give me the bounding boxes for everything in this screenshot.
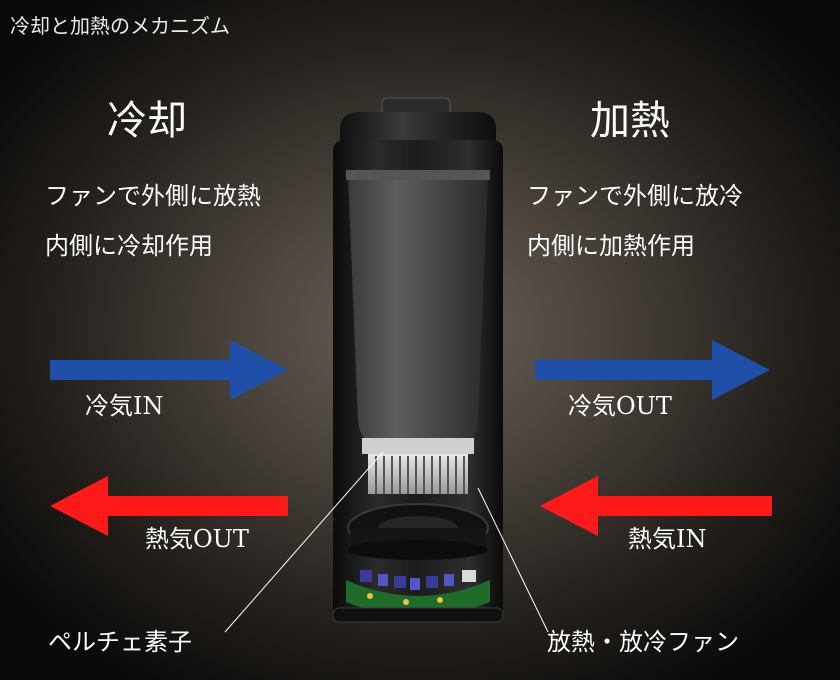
- hot-air-in-arrow: [540, 476, 772, 536]
- cooling-description-line1: ファンで外側に放熱: [45, 182, 261, 210]
- peltier-label: ペルチェ素子: [48, 628, 192, 656]
- heating-heading: 加熱: [590, 98, 670, 144]
- cooling-description-line2: 内側に冷却作用: [45, 232, 213, 260]
- hot-air-out-arrow: [50, 476, 288, 536]
- fan-callout-line: [477, 487, 549, 633]
- heating-description-line2: 内側に加熱作用: [527, 232, 695, 260]
- peltier-element: [362, 438, 474, 494]
- page-title: 冷却と加熱のメカニズム: [10, 14, 230, 38]
- hot-air-in-label: 熱気IN: [628, 525, 707, 553]
- heating-description-line1: ファンで外側に放冷: [527, 182, 743, 210]
- hot-air-out-label: 熱気OUT: [145, 525, 249, 553]
- fan-label: 放熱・放冷ファン: [547, 628, 739, 656]
- cold-air-out-label: 冷気OUT: [568, 392, 672, 420]
- cold-air-in-arrow: [50, 340, 288, 400]
- cooling-heading: 冷却: [107, 98, 187, 144]
- cold-air-out-arrow: [535, 340, 770, 400]
- circuit-board: [346, 570, 490, 616]
- fan: [347, 503, 489, 560]
- inner-cup: [348, 176, 488, 445]
- peltier-callout-line: [224, 451, 384, 633]
- cold-air-in-label: 冷気IN: [85, 392, 164, 420]
